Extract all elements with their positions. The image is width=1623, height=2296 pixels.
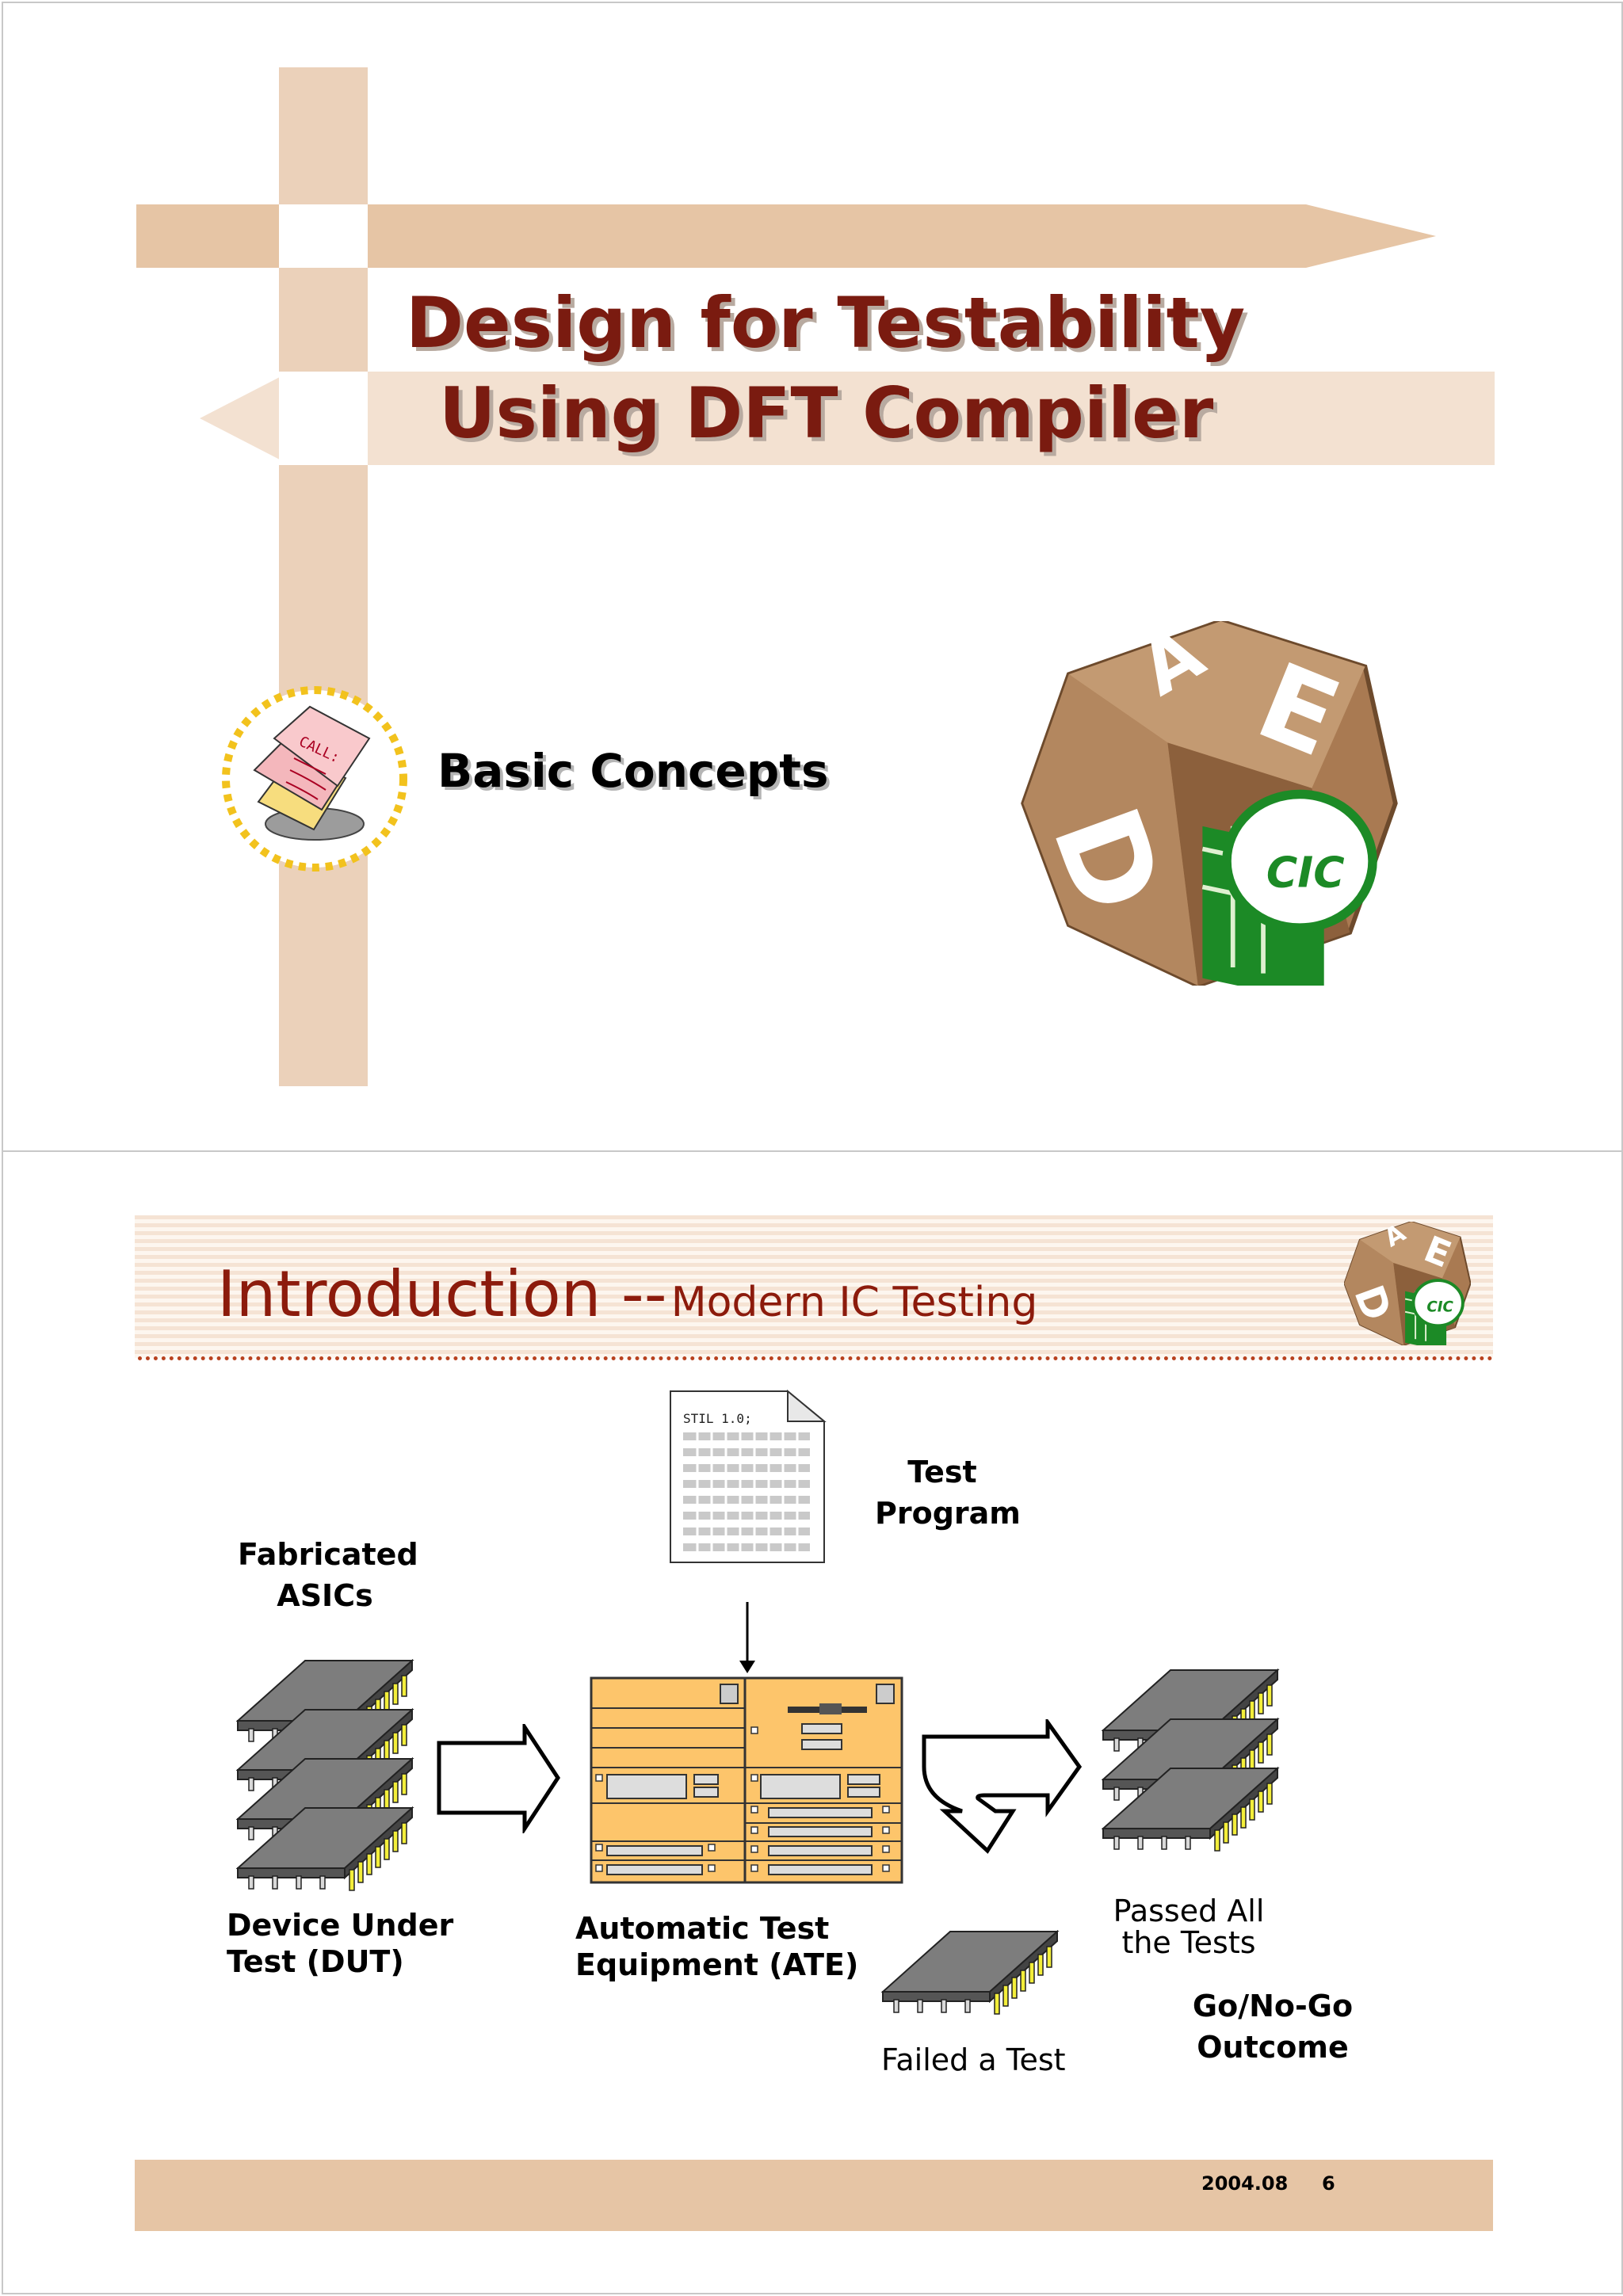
footer-page-number: 6: [1322, 2172, 1335, 2195]
checker-square-top: [279, 204, 368, 268]
ate-machine-icon: [590, 1676, 903, 1884]
note-clipart-icon: CALL:: [222, 686, 407, 871]
title-line-2: Using DFT Compiler: [439, 372, 1214, 454]
title-slide: Design for Testability Using DFT Compile…: [2, 2, 1623, 1152]
checker-square-bottom: [279, 372, 368, 465]
failed-label: Failed a Test: [881, 2042, 1066, 2077]
cic-cube-logo-small: CIC: [1344, 1222, 1471, 1345]
dut-chip-stack: [237, 1660, 413, 1891]
subtitle: Basic Concepts: [437, 744, 829, 798]
content-slide: Introduction -- Modern IC Testing CIC ST…: [2, 1150, 1623, 2294]
footer-band: 2004.08 6: [135, 2160, 1493, 2231]
title-main: Introduction --: [217, 1257, 667, 1331]
title-sub: Modern IC Testing: [670, 1279, 1038, 1326]
slide-title: Introduction -- Modern IC Testing: [217, 1263, 1037, 1326]
split-arrow: [922, 1719, 1083, 1854]
svg-text:CIC: CIC: [1266, 847, 1345, 897]
test-program-document-icon: STIL 1.0;: [670, 1390, 827, 1563]
header-band: [135, 1215, 1493, 1358]
footer-date: 2004.08: [1201, 2172, 1289, 2195]
down-arrow: [739, 1602, 755, 1673]
header-divider: [138, 1356, 1493, 1360]
passed-chip-stack: [1102, 1669, 1278, 1852]
title-line-1: Design for Testability: [406, 282, 1246, 364]
bottom-arrow-band: [200, 372, 1495, 465]
svg-text:STIL 1.0;: STIL 1.0;: [683, 1411, 752, 1426]
cic-cube-logo: CIC: [1019, 621, 1400, 986]
failed-chip: [882, 1931, 1058, 2015]
right-arrow: [437, 1724, 560, 1833]
svg-text:CIC: CIC: [1426, 1299, 1453, 1316]
